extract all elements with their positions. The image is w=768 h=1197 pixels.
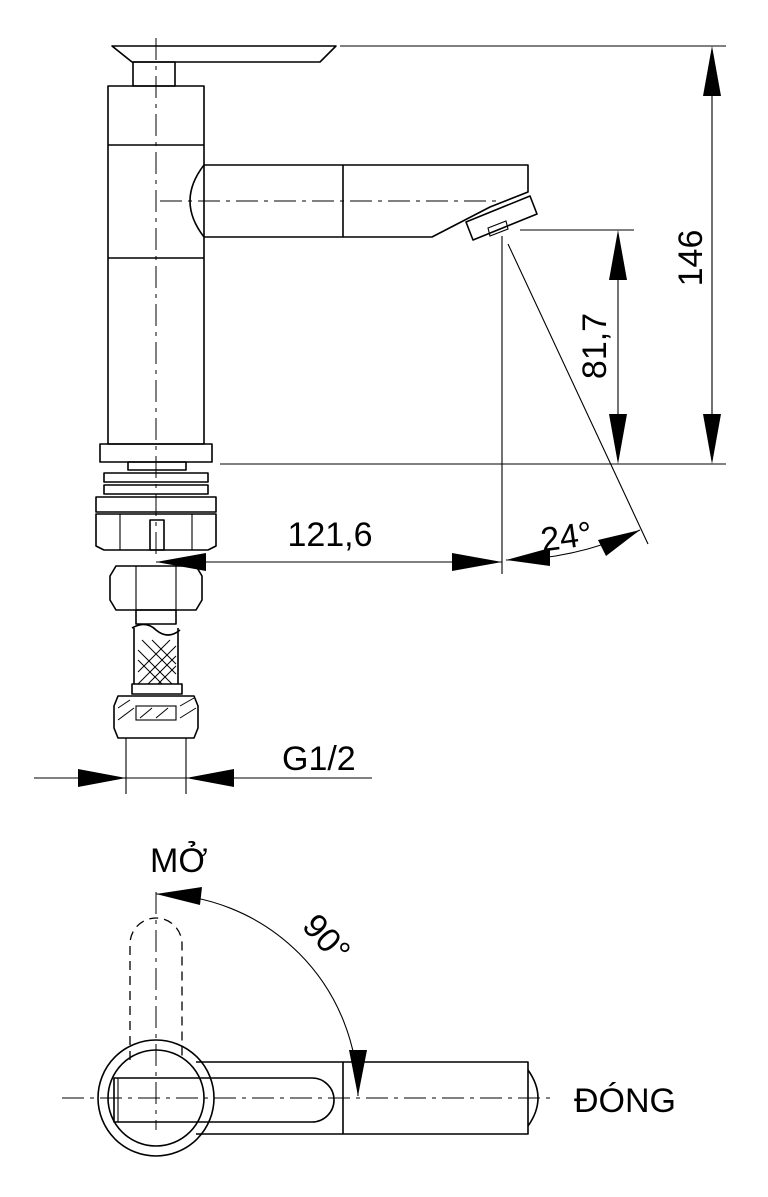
body-inner-circle — [107, 1049, 205, 1147]
spout-reach-label: 121,6 — [287, 516, 372, 554]
connector-hatch — [117, 697, 197, 721]
hose-outline — [133, 628, 179, 684]
lever-stem — [132, 61, 176, 87]
spray-angle-label: 24° — [538, 515, 594, 560]
body-outer-circle — [97, 1039, 215, 1157]
total-height-label: 146 — [672, 230, 710, 287]
base-washer-1 — [103, 472, 209, 483]
dimension-thread-size: G1/2 — [34, 738, 372, 794]
mounting-nut — [95, 513, 217, 551]
dimension-rotation-angle: 90° — [155, 887, 367, 1097]
aerator — [465, 195, 538, 241]
rotation-angle-label: 90° — [295, 907, 358, 971]
base-ring-1 — [127, 461, 187, 471]
dimension-spout-height: 81,7 — [520, 229, 634, 464]
faucet-top-view: MỞ 90° ĐÓNG — [62, 842, 676, 1157]
handle-closed-position — [113, 1077, 335, 1123]
hose-hex-nut — [109, 565, 203, 611]
hose-break-line — [131, 623, 181, 636]
base-washer-3 — [95, 496, 217, 513]
lever-handle — [111, 45, 337, 63]
dimension-spray-angle: 24° — [505, 243, 649, 566]
dimension-total-height: 146 — [220, 45, 726, 465]
thread-size-label: G1/2 — [282, 740, 356, 778]
open-position-label: MỞ — [150, 842, 207, 880]
connector-insert — [135, 705, 177, 721]
hose-ferrule — [131, 683, 183, 695]
spout — [204, 164, 529, 238]
handle-open-position-dashed — [129, 917, 183, 1060]
base-washer-2 — [103, 484, 209, 495]
closed-position-label: ĐÓNG — [574, 1082, 676, 1120]
hose-braid-hatch — [137, 639, 177, 685]
spout-height-label: 81,7 — [576, 313, 614, 379]
hose-neck — [135, 609, 177, 625]
faucet-side-view: 146 81,7 121,6 24° — [34, 38, 726, 794]
aerator-top — [527, 1069, 539, 1127]
threaded-stud — [149, 519, 165, 551]
dimension-spout-reach: 121,6 — [156, 236, 503, 574]
aerator-outlet — [487, 220, 509, 237]
connector-nut — [113, 695, 199, 739]
